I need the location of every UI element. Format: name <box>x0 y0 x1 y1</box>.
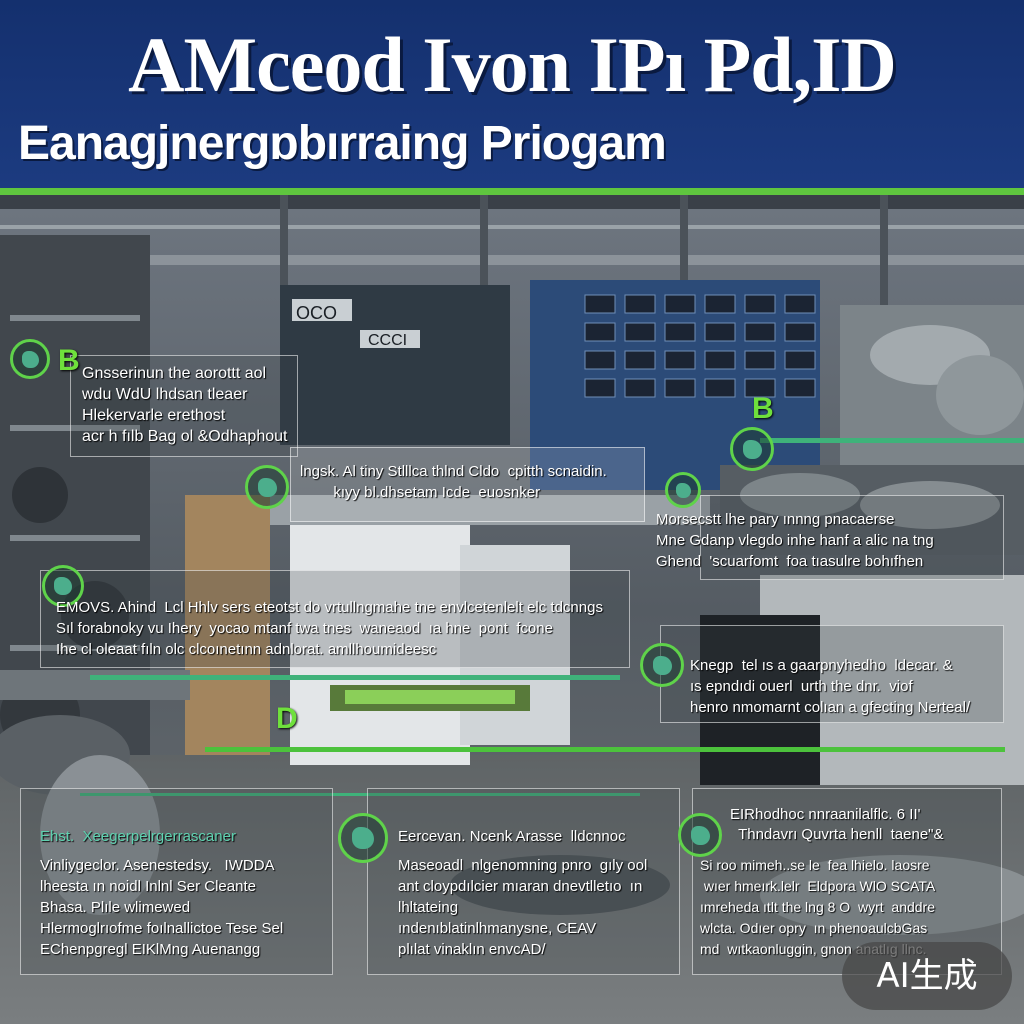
brain-icon <box>338 813 388 863</box>
network-icon <box>640 643 684 687</box>
header-banner: AMceod Ivon IPı Pd,ID Eanagjnergɒbırrain… <box>0 0 1024 188</box>
cog-icon <box>678 813 722 857</box>
card3-body: Si roo mimeh..se le fea lhielo. laosre w… <box>700 857 936 957</box>
ai-generated-badge: AI生成 <box>842 942 1012 1010</box>
factory-illustration: OCO CCCI <box>0 195 1024 1024</box>
card1-body: Vinliygeclor. Asenestedsy. IWDDA lheesta… <box>40 857 284 958</box>
info-card-bottom-1 <box>20 788 333 975</box>
card1-heading: Ehst. Xeegerpelrgerrascaner <box>40 828 236 845</box>
globe-icon <box>665 472 701 508</box>
badge-d-center: D <box>276 702 298 735</box>
info-card-left-top <box>70 355 298 457</box>
chip-icon <box>245 465 289 509</box>
oco-sign-text: OCO <box>296 303 337 323</box>
ccci-sign-text: CCCI <box>368 332 407 349</box>
text-block-mid-top: lngsk. Al tiny Stlllca thlnd Cldo cpitth… <box>300 463 607 501</box>
info-card-right-mid <box>660 625 1004 723</box>
page-subtitle: Eanagjnergɒbırraing Priogam <box>18 117 667 170</box>
connector-line <box>80 793 640 796</box>
info-card-bottom-2 <box>367 788 680 975</box>
info-card-mid-wide <box>40 570 630 668</box>
text-block-left-top: Gnsserinun the aorottt aol wdu WdU lhdsa… <box>82 365 288 445</box>
factory-background: OCO CCCI B B D Gnsserinun the aorottt ao… <box>0 195 1024 1024</box>
info-card-right-top <box>700 495 1004 580</box>
card2-heading: Eercevan. Ncenk Arasse lldcnnoc <box>398 828 626 845</box>
machine-icon <box>730 427 774 471</box>
info-card-mid-top <box>290 447 645 522</box>
text-block-right-top: Morsecstt lhe pary ınnng pnacaerse Mne G… <box>656 511 934 570</box>
robot-icon <box>42 565 84 607</box>
gear-icon <box>10 339 50 379</box>
badge-b-right: B <box>752 392 774 425</box>
text-block-mid-wide: EMOVS. Ahind Lcl Hhlv sers eteotst do vr… <box>56 599 603 658</box>
ai-generated-label: AI生成 <box>876 956 978 996</box>
connector-line <box>205 747 1005 752</box>
connector-line <box>90 675 620 680</box>
card2-body: Maseoadl nlgenomning pnro gıly ool ant c… <box>398 857 648 958</box>
card3-heading: EIRhodhoc nnraanilalflc. 6 II' Thndavrı … <box>730 806 944 843</box>
page-title: AMceod Ivon IPı Pd,ID <box>128 21 897 108</box>
text-block-right-mid: Knegp tel ıs a gaarpnyhedho ldecar. & ıs… <box>690 657 971 716</box>
badge-b-left: B <box>58 344 80 377</box>
header-divider <box>0 188 1024 195</box>
connector-line <box>760 438 1024 443</box>
